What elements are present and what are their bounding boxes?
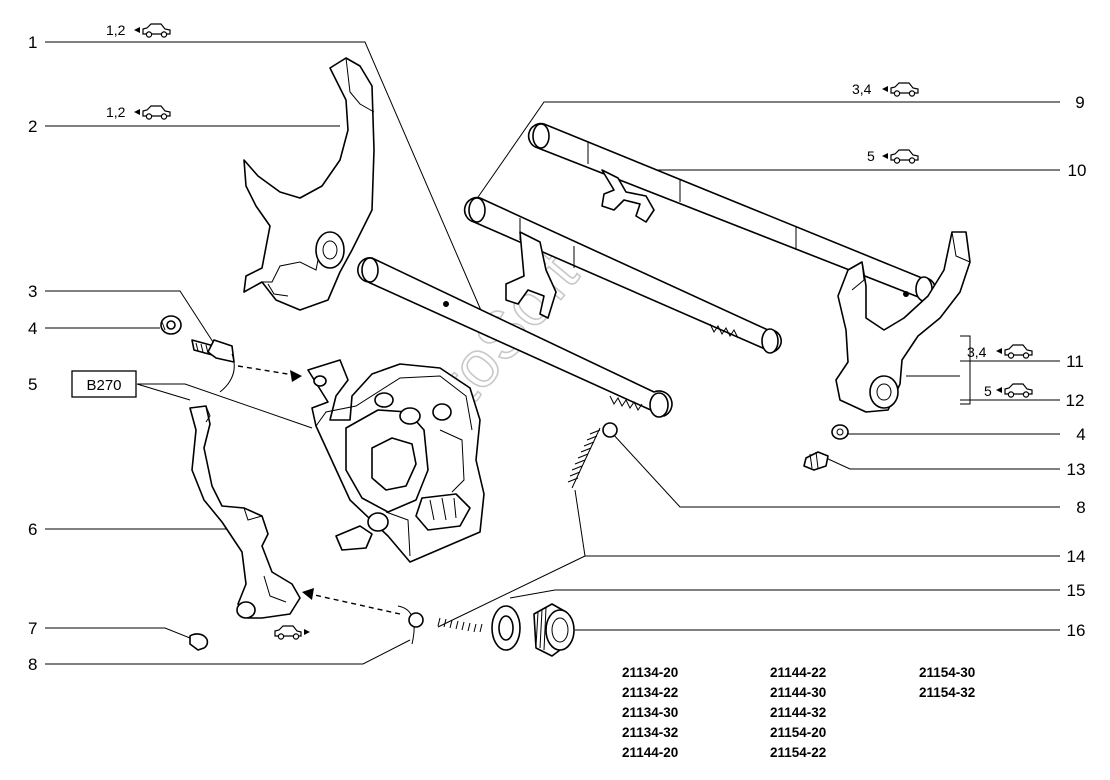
car-icon [995,383,1033,398]
svg-text:5: 5 [984,383,992,399]
selector-mechanism [307,359,485,563]
lock-washer-right [831,424,849,440]
model-code: 21144-22 [770,665,826,680]
lock-washer-left [160,315,182,335]
gear-note-9: 3,4 [852,81,919,97]
detent-ball-lower [408,612,424,628]
svg-text:3,4: 3,4 [967,344,987,360]
detent-ball-upper [602,422,618,438]
gear-note-12: 5 [984,383,1033,399]
model-code: 21144-32 [770,705,826,720]
svg-text:3,4: 3,4 [852,81,872,97]
retaining-clip [189,633,209,651]
svg-text:5: 5 [867,148,875,164]
callout-8: 8 [28,655,37,674]
model-code: 21144-30 [770,685,826,700]
shift-fork-1-2 [243,57,375,311]
svg-text:1,2: 1,2 [106,22,126,38]
model-code: 21154-22 [770,745,826,760]
callout-4: 4 [28,319,37,338]
gear-note-10: 5 [867,148,919,164]
gear-note-11: 3,4 [967,344,1033,360]
callout-labels: 1 2 3 4 5 6 7 8 9 10 11 12 4 13 8 14 15 … [28,33,1086,674]
callout-2: 2 [28,117,37,136]
callout-4-right: 4 [1076,425,1085,444]
threaded-plug [533,603,575,657]
shift-rod-1 [357,257,673,418]
shift-rod-9 [463,196,782,354]
callout-1: 1 [28,33,37,52]
model-code: 21144-20 [622,745,678,760]
model-code: 21134-20 [622,665,678,680]
assembly-arrows [219,353,415,645]
callout-10: 10 [1068,161,1087,180]
gear-note-2: 1,2 [106,104,171,120]
callout-9: 9 [1075,93,1084,112]
svg-text:B270: B270 [86,377,121,394]
car-icon [133,105,171,120]
model-code: 21134-22 [622,685,678,700]
shift-lever [189,405,301,619]
reference-box: B270 [71,370,137,398]
detent-spring-upper [567,427,601,489]
gear-note-1: 1,2 [106,22,171,38]
callout-15: 15 [1067,581,1086,600]
car-icon [133,23,171,38]
model-code: 21134-32 [622,725,678,740]
model-code: 21134-30 [622,705,678,720]
model-code: 21154-30 [919,665,975,680]
callout-13: 13 [1067,460,1086,479]
bolt-left [191,339,235,363]
callout-7: 7 [28,619,37,638]
model-code: 21154-20 [770,725,826,740]
callout-5: 5 [28,375,37,394]
callout-6: 6 [28,520,37,539]
shift-rod-10 [527,122,936,302]
shift-fork-3-4-5 [835,231,971,413]
detent-spring-lower [437,617,483,633]
callout-16: 16 [1067,621,1086,640]
callout-11: 11 [1066,352,1084,371]
car-icon [274,625,311,640]
svg-text:1,2: 1,2 [106,104,126,120]
callout-14: 14 [1067,547,1086,566]
model-code: 21154-32 [919,685,975,700]
car-icon [995,344,1033,359]
callout-3: 3 [28,282,37,301]
car-icon [881,149,919,164]
car-icon [881,82,919,97]
callout-8-right: 8 [1076,498,1085,517]
bolt-right [803,451,829,471]
sealing-washer [491,605,521,651]
model-list: 21134-20 21134-22 21134-30 21134-32 2114… [622,665,975,760]
leader-lines [45,41,1060,665]
callout-12: 12 [1066,391,1085,410]
